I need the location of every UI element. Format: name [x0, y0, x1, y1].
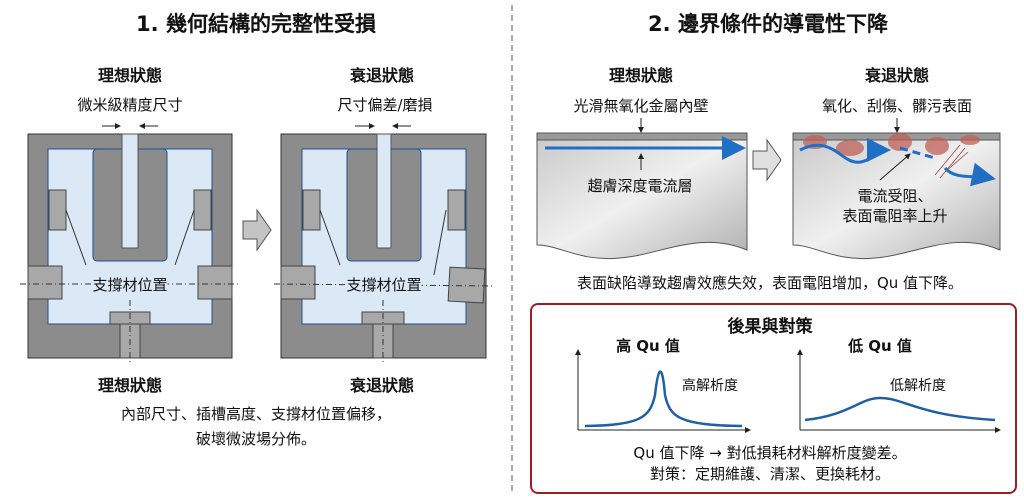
metal-wall-degraded [792, 118, 1001, 260]
high-q-graph [575, 349, 751, 433]
cavity-degraded [273, 123, 493, 365]
support-label: 支撐材位置 [92, 274, 168, 295]
ideal-label: 理想狀態 [97, 66, 163, 85]
bottom-degraded-label: 衰退狀態 [349, 376, 415, 395]
arrow-icon [242, 208, 272, 252]
degraded-label: 衰退狀態 [864, 66, 930, 85]
degraded-note: 氧化、刮傷、髒污表面 [821, 97, 973, 115]
degraded-note: 尺寸偏差/磨損 [337, 96, 433, 114]
arrow-icon [752, 138, 782, 182]
left-title: 1. 幾何結構的完整性受損 [136, 12, 376, 36]
low-q-graph [797, 349, 1001, 433]
left-caption: 破壞微波場分佈。 [195, 430, 317, 448]
blocked-label: 表面電阻率上升 [842, 207, 948, 225]
skin-layer-label: 趨膚深度電流層 [587, 177, 693, 195]
right-summary: 表面缺陷導致趨膚效應失效，表面電阻增加，Qu 值下降。 [576, 274, 964, 292]
consequence-title: 後果與對策 [727, 317, 813, 337]
metal-wall-ideal [536, 118, 748, 260]
ideal-note: 微米級精度尺寸 [77, 96, 183, 114]
high-q-label: 高 Qu 值 [616, 337, 680, 355]
cavity-ideal [20, 123, 240, 365]
support-label: 支撐材位置 [346, 274, 422, 295]
blocked-label: 電流受阻、 [857, 187, 933, 205]
degraded-label: 衰退狀態 [349, 66, 415, 85]
left-caption: 內部尺寸、插槽高度、支撐材位置偏移， [120, 405, 392, 423]
low-res-label: 低解析度 [890, 378, 946, 394]
ideal-note: 光滑無氧化金屬內壁 [573, 97, 709, 115]
high-res-label: 高解析度 [682, 378, 738, 394]
countermeasure-line: 對策：定期維護、清潔、更換耗材。 [649, 465, 891, 483]
consequence-box [530, 303, 1017, 494]
right-title: 2. 邊界條件的導電性下降 [648, 12, 888, 36]
bottom-ideal-label: 理想狀態 [97, 376, 163, 395]
ideal-label: 理想狀態 [608, 66, 674, 85]
consequence-line: Qu 值下降 → 對低損耗材料解析度變差。 [633, 444, 907, 462]
low-q-label: 低 Qu 值 [848, 337, 912, 355]
